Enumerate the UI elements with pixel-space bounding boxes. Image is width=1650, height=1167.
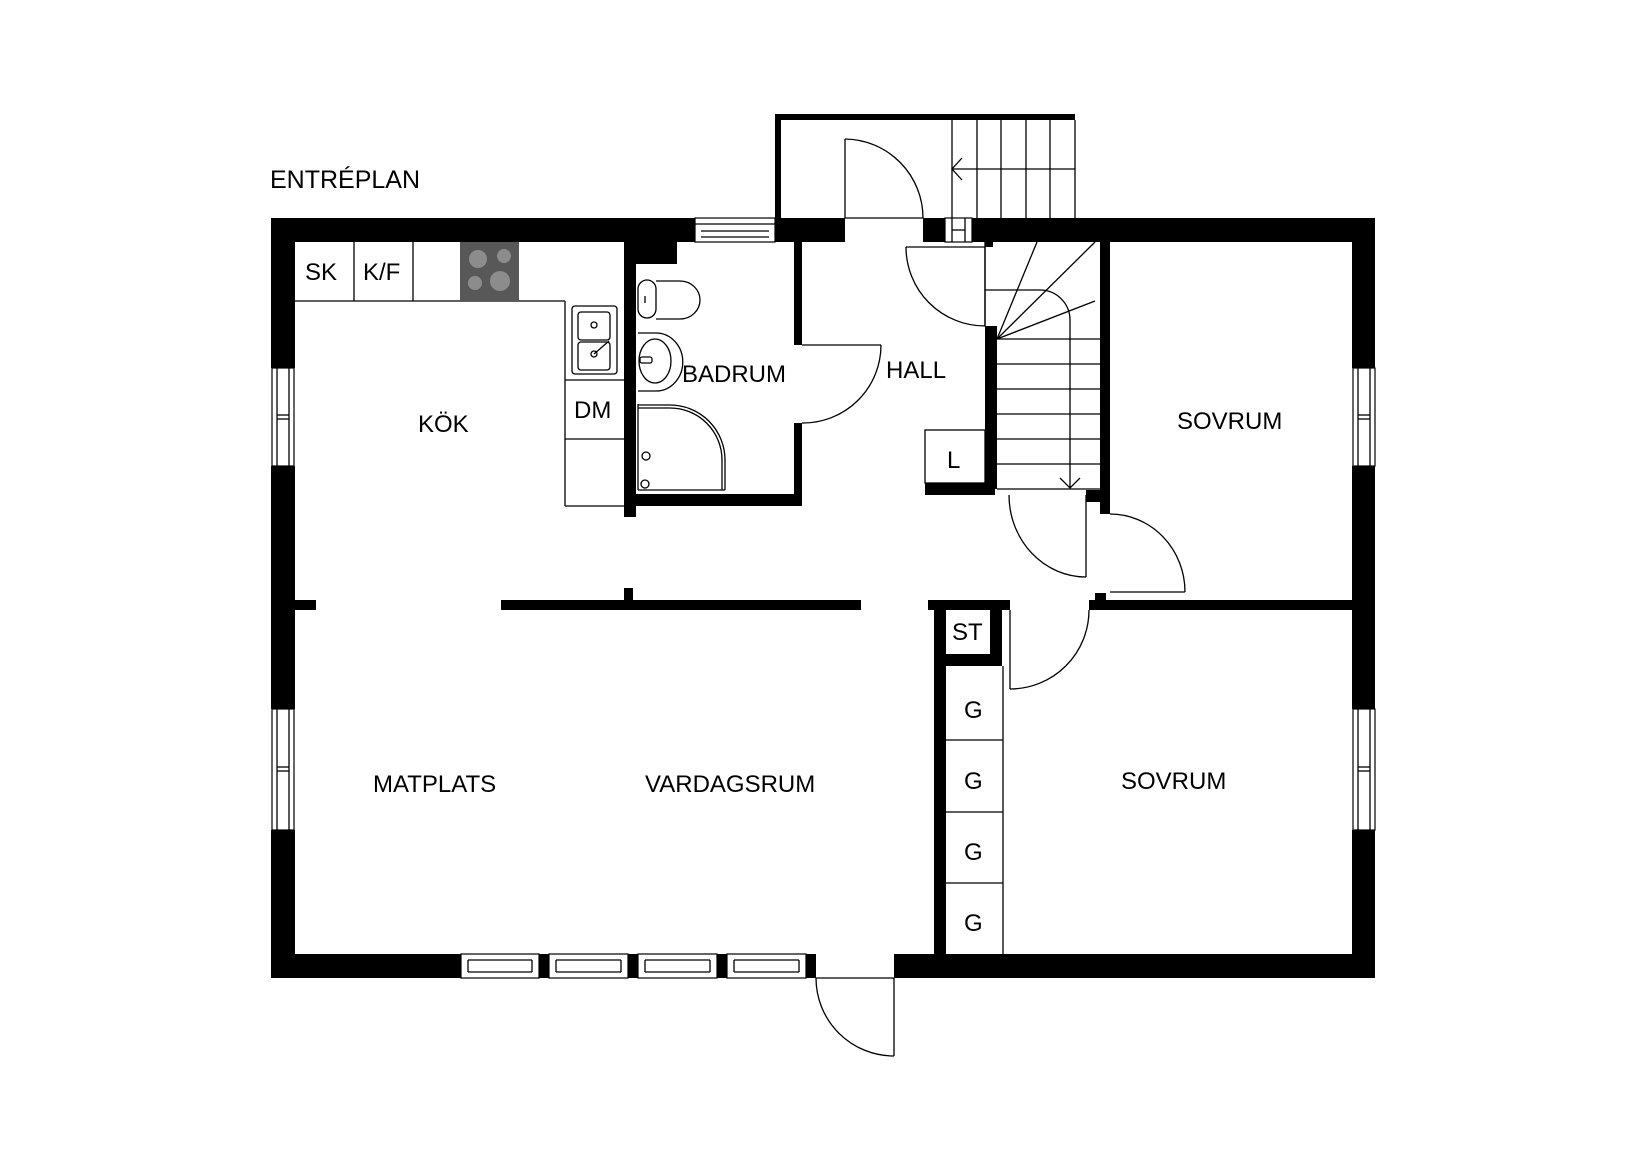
windows <box>271 217 1376 979</box>
fixture-sk: SK <box>305 259 337 286</box>
room-label-hall: HALL <box>886 357 946 384</box>
wardrobe-g-1: G <box>964 697 983 724</box>
wardrobe-g-4: G <box>964 910 983 937</box>
fixture-kf: K/F <box>363 259 400 286</box>
washbasin-icon <box>638 332 684 392</box>
interior-walls <box>295 242 1375 954</box>
fixture-dm: DM <box>574 397 611 424</box>
room-label-kok: KÖK <box>418 411 469 438</box>
stove-icon <box>460 242 519 301</box>
room-label-sovrum-lower: SOVRUM <box>1121 768 1226 795</box>
shower-icon <box>637 404 726 491</box>
toilet-icon <box>637 279 701 320</box>
plan-title: ENTRÉPLAN <box>270 165 420 194</box>
fixture-st: ST <box>952 619 983 646</box>
room-label-vardagsrum: VARDAGSRUM <box>645 771 815 798</box>
fixture-l: L <box>947 447 960 474</box>
kitchen-fixtures: SK K/F DM <box>295 242 624 507</box>
outdoor-stairs <box>951 120 1076 218</box>
bathroom-fixtures <box>637 279 726 491</box>
wardrobe-g-2: G <box>964 768 983 795</box>
wardrobe-g-3: G <box>964 839 983 866</box>
sink-icon <box>571 305 618 375</box>
entry-porch <box>775 114 1076 219</box>
room-label-matplats: MATPLATS <box>373 771 496 798</box>
room-label-badrum: BADRUM <box>682 361 786 388</box>
outer-walls <box>271 218 1375 978</box>
indoor-staircase <box>984 241 1100 490</box>
interior-doors <box>801 246 1186 1057</box>
wardrobe-column: G G G G <box>946 666 1004 954</box>
closet-l <box>924 429 986 484</box>
room-label-sovrum-upper: SOVRUM <box>1177 408 1282 435</box>
